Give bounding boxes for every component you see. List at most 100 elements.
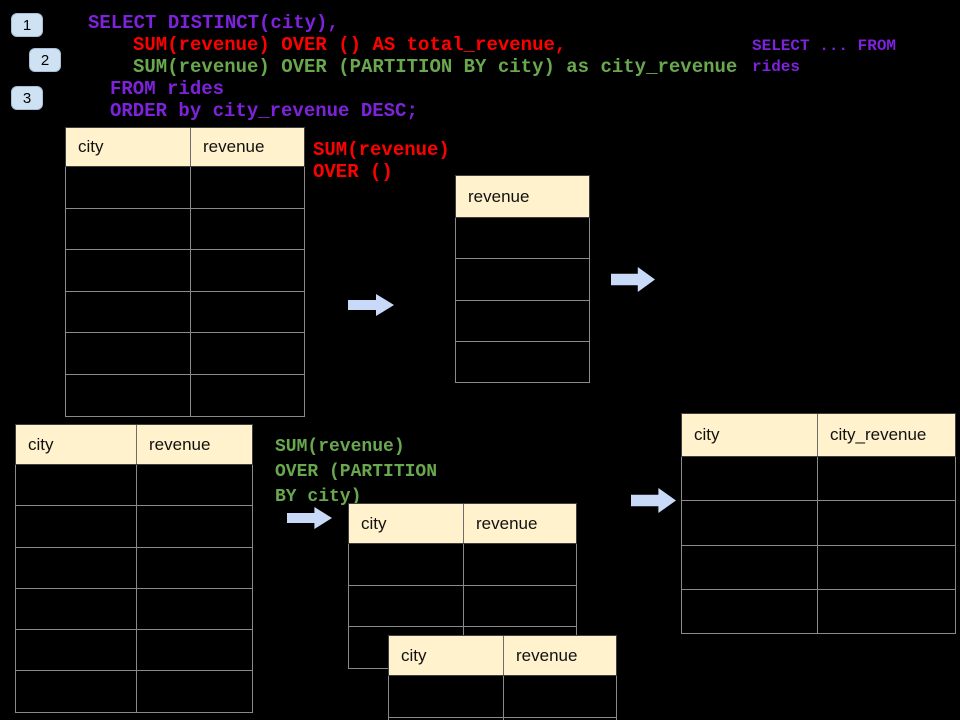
table-row bbox=[15, 506, 253, 548]
sql-line-select: SELECT DISTINCT(city), bbox=[88, 12, 339, 34]
right-arrow-icon bbox=[287, 507, 332, 529]
table-cell bbox=[16, 506, 137, 547]
table-body bbox=[681, 457, 956, 635]
table-cell bbox=[66, 167, 191, 208]
step-badge-2: 2 bbox=[29, 48, 61, 72]
annotation-partition-line-2: OVER (PARTITION bbox=[275, 462, 438, 482]
table-cell bbox=[682, 545, 818, 589]
column-header-city-revenue: city_revenue bbox=[830, 425, 927, 444]
table-row bbox=[65, 291, 305, 334]
table-row bbox=[15, 547, 253, 589]
table-cell bbox=[66, 250, 191, 291]
table-cell bbox=[682, 589, 818, 634]
sql-line-from: FROM rides bbox=[110, 78, 225, 100]
table-cell bbox=[389, 676, 504, 717]
table-row bbox=[15, 630, 253, 672]
table-cell bbox=[464, 586, 576, 627]
arrow-shape bbox=[631, 488, 676, 513]
table-cell bbox=[456, 259, 589, 299]
table-row bbox=[15, 588, 253, 631]
table-cell bbox=[137, 630, 252, 670]
column-header-revenue: revenue bbox=[476, 513, 538, 533]
table-cell bbox=[818, 501, 955, 544]
table-partition-step: city revenue bbox=[348, 503, 577, 669]
arrow-shape bbox=[348, 294, 394, 316]
table-cell bbox=[464, 544, 576, 585]
table-final-result: city city_revenue bbox=[681, 413, 956, 635]
table-row bbox=[681, 501, 956, 546]
table-cell bbox=[137, 506, 252, 546]
table-cell bbox=[456, 342, 589, 382]
table-cell bbox=[818, 457, 955, 500]
table-source-top: city revenue bbox=[65, 127, 305, 417]
table-cell bbox=[16, 465, 137, 506]
sql-line-total-revenue: SUM(revenue) OVER () AS total_revenue, bbox=[133, 34, 567, 56]
table-cell bbox=[191, 333, 304, 374]
table-cell bbox=[504, 676, 616, 717]
table-cell bbox=[191, 375, 304, 416]
table-row bbox=[388, 676, 617, 718]
table-row bbox=[681, 457, 956, 502]
table-cell bbox=[16, 588, 137, 630]
table-cell bbox=[16, 671, 137, 712]
table-cell bbox=[137, 589, 252, 629]
table-cell bbox=[66, 208, 191, 250]
column-header-revenue: revenue bbox=[516, 645, 578, 665]
table-cell bbox=[456, 218, 589, 258]
table-cell bbox=[191, 250, 304, 291]
table-cell bbox=[682, 501, 818, 545]
table-row bbox=[388, 717, 617, 720]
table-cell bbox=[682, 457, 818, 501]
corner-note-line-1: SELECT ... FROM bbox=[752, 37, 897, 55]
table-row bbox=[455, 341, 590, 384]
step-badge-1: 1 bbox=[11, 13, 43, 37]
table-body bbox=[65, 167, 305, 417]
table-row bbox=[15, 465, 253, 507]
table-row bbox=[65, 167, 305, 209]
table-cell bbox=[137, 548, 252, 588]
sql-line-city-revenue: SUM(revenue) OVER (PARTITION BY city) as… bbox=[133, 56, 738, 78]
table-cell bbox=[456, 301, 589, 341]
table-row bbox=[348, 544, 577, 586]
table-row bbox=[65, 374, 305, 417]
table-cell bbox=[349, 585, 464, 626]
annotation-total-line-1: SUM(revenue) bbox=[313, 139, 450, 161]
table-cell bbox=[818, 590, 955, 633]
annotation-partition-line-1: SUM(revenue) bbox=[275, 437, 405, 457]
table-cell bbox=[191, 292, 304, 333]
table-cell bbox=[137, 465, 252, 505]
arrow-shape bbox=[287, 507, 332, 529]
table-cell bbox=[66, 333, 191, 374]
table-row bbox=[455, 300, 590, 342]
table-cell bbox=[16, 547, 137, 588]
right-arrow-icon bbox=[631, 488, 676, 513]
table-source-bottom: city revenue bbox=[15, 424, 253, 713]
table-header: city revenue bbox=[15, 424, 253, 465]
table-row bbox=[65, 333, 305, 375]
table-header: revenue bbox=[455, 175, 590, 218]
table-header: city revenue bbox=[65, 127, 305, 167]
column-header-city: city bbox=[349, 504, 464, 543]
annotation-total-line-2: OVER () bbox=[313, 161, 393, 183]
table-cell bbox=[66, 374, 191, 416]
column-header-city: city bbox=[389, 636, 504, 675]
right-arrow-icon bbox=[348, 294, 394, 316]
table-total-result: revenue bbox=[455, 175, 590, 384]
table-cell bbox=[349, 544, 464, 585]
annotation-partition-line-3: BY city) bbox=[275, 487, 362, 507]
table-row bbox=[455, 259, 590, 301]
column-header-city: city bbox=[16, 425, 137, 464]
table-cell bbox=[191, 209, 304, 250]
table-body bbox=[455, 218, 590, 384]
step-badge-3: 3 bbox=[11, 86, 43, 110]
table-header: city revenue bbox=[348, 503, 577, 544]
table-cell bbox=[137, 671, 252, 711]
column-header-revenue: revenue bbox=[468, 186, 530, 206]
column-header-revenue: revenue bbox=[149, 434, 211, 454]
table-row bbox=[681, 589, 956, 635]
table-row bbox=[65, 250, 305, 292]
table-row bbox=[348, 585, 577, 627]
table-header: city city_revenue bbox=[681, 413, 956, 457]
table-cell bbox=[191, 167, 304, 208]
